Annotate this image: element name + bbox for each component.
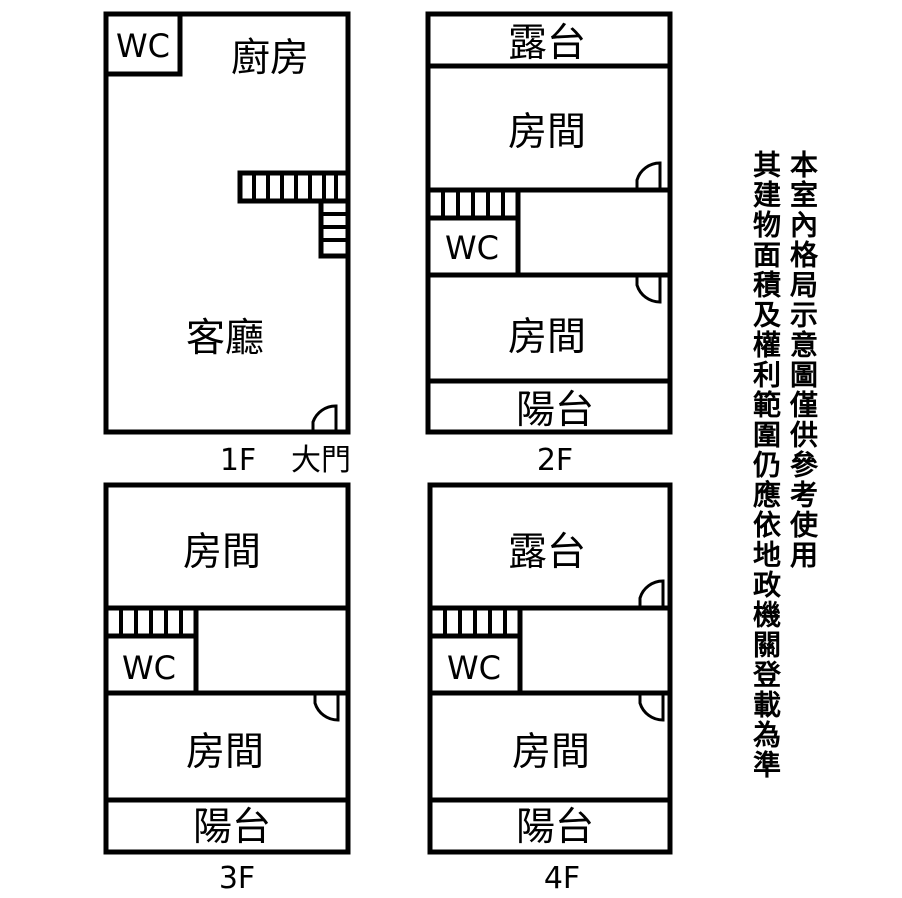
staircase-1f-treads	[252, 173, 338, 201]
floor-1f-wc-label: WC	[116, 27, 170, 65]
floor-3f-outline	[103, 482, 351, 855]
floor-1f	[103, 11, 351, 435]
floor-4f-balcony-label: 陽台	[516, 805, 594, 850]
floor-3f-wc-label: WC	[122, 649, 176, 687]
floor-2f-label: 2F	[537, 443, 573, 478]
door-3f-room-bottom	[313, 695, 340, 722]
floor-2f-terrace-label: 露台	[508, 21, 586, 66]
staircase-2f-treads	[441, 190, 505, 218]
floor-3f-label: 3F	[219, 861, 255, 896]
floor-4f-outline	[427, 482, 673, 855]
floor-4f-wc-label: WC	[447, 649, 501, 687]
floor-2f-room-bottom-label: 房間	[508, 315, 586, 360]
disclaimer-line-1: 本室內格局示意圖僅供參考使用	[786, 150, 819, 570]
entrance-label: 大門	[291, 443, 351, 478]
door-4f-terrace	[638, 579, 665, 607]
floor-4f-label: 4F	[544, 861, 580, 896]
floor-1f-label: 1F	[220, 443, 256, 478]
door-2f-room-bottom	[635, 277, 662, 304]
floor-3f-balcony-label: 陽台	[193, 805, 271, 850]
door-4f-room-bottom	[638, 695, 665, 722]
floor-2f	[425, 11, 673, 435]
floor-4f-room-bottom-label: 房間	[512, 730, 590, 775]
floor-1f-living-label: 客廳	[186, 316, 264, 361]
floor-4f-terrace-label: 露台	[508, 530, 586, 575]
floor-1f-wc-wall	[103, 11, 183, 77]
floor-2f-wc-label: WC	[445, 229, 499, 267]
door-2f-room-top	[635, 161, 662, 189]
floor-3f-room-bottom-label: 房間	[186, 730, 264, 775]
disclaimer-line-2: 其建物面積及權利範圍仍應依地政機關登載為準	[749, 150, 782, 780]
floor-1f-outline	[103, 11, 351, 435]
floor-2f-room-top-label: 房間	[508, 110, 586, 155]
floor-3f-room-top-label: 房間	[183, 530, 261, 575]
floor-2f-balcony-label: 陽台	[516, 388, 594, 433]
staircase-3f-treads	[119, 608, 183, 636]
staircase-4f-treads	[443, 608, 507, 636]
floor-4f	[427, 482, 673, 855]
floor-1f-kitchen-label: 廚房	[231, 36, 309, 81]
door-1f-entrance	[311, 404, 338, 431]
floor-2f-outline	[425, 11, 673, 435]
staircase-1f-treads-vertical	[321, 212, 348, 242]
floor-3f	[103, 482, 351, 855]
